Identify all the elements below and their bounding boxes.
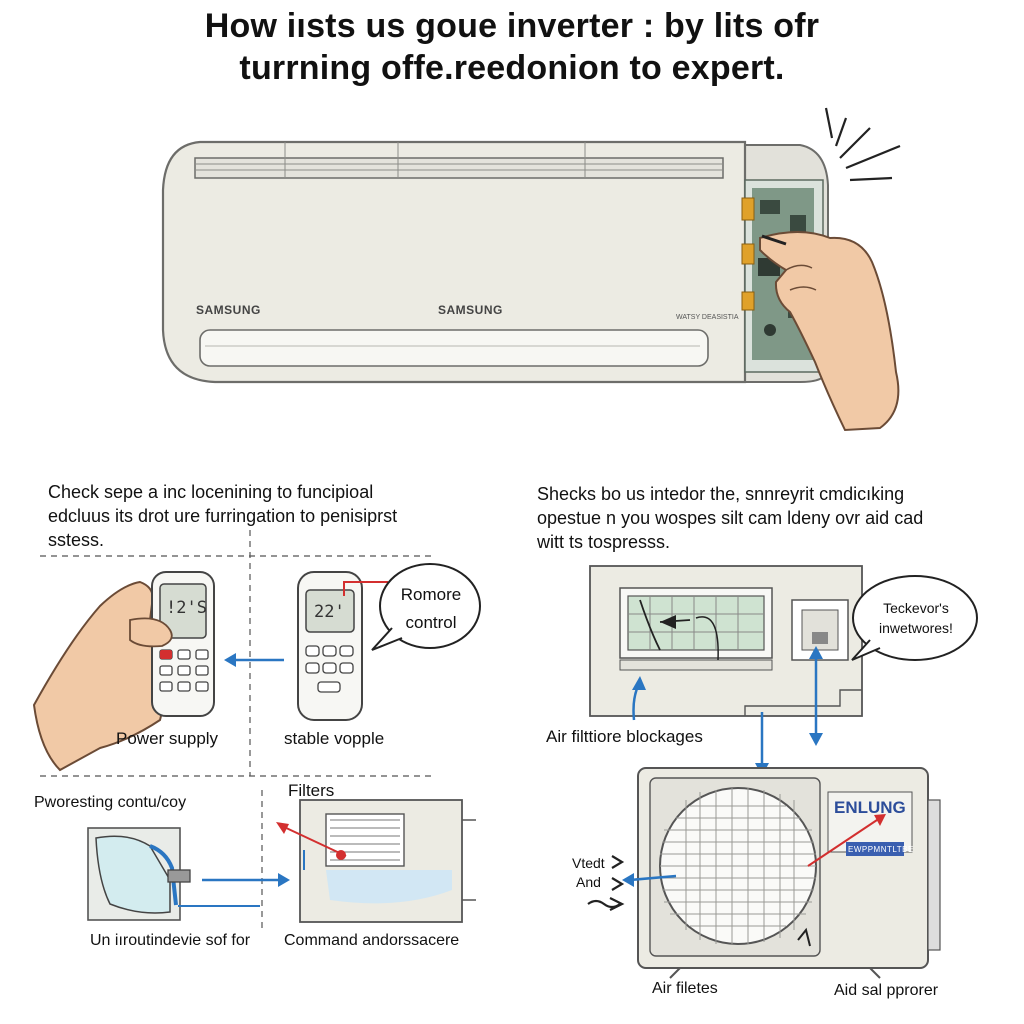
remote-control <box>297 571 388 721</box>
outdoor-brand: ENLUNG <box>834 798 906 817</box>
remote-control-speech-bubble <box>371 563 481 651</box>
outdoor-label: EWPPMNTLTBE <box>848 845 914 854</box>
power-supply-label: Power supply <box>116 729 219 748</box>
bottom-right-caption: Command andorssacere <box>284 932 460 949</box>
right-intro-text: Shecks bo us intedor the, snnreyrit cmdi… <box>537 482 977 554</box>
indoor-unit <box>161 107 901 384</box>
filter-panel-part <box>87 827 290 921</box>
right-speech-bubble <box>851 575 978 661</box>
arrow-remote-to-hand <box>224 653 284 667</box>
page-title-line-1: How iısts us goue inverter : by lits ofr <box>204 7 820 45</box>
right-arrows <box>632 646 823 776</box>
protecting-label: Pworesting contu/coy <box>34 794 187 811</box>
and-label: And <box>576 874 601 890</box>
right-bubble-line-2: inwetwores! <box>879 620 953 636</box>
hand-illustration-top <box>759 231 900 432</box>
indoor-brand-left: SAMSUNG <box>196 303 261 317</box>
filters-unit-small <box>276 799 476 923</box>
left-intro-line-2: edcluus its drot ure furringation to pen… <box>48 506 398 526</box>
indoor-brand-center: SAMSUNG <box>438 303 503 317</box>
outdoor-unit <box>622 767 941 979</box>
remote-bubble-line-2: control <box>405 613 457 632</box>
remote-display-left: !2'S <box>166 598 207 618</box>
hand-holding-remote <box>32 571 215 772</box>
remote-bubble-text: Romore control <box>392 581 470 637</box>
remote-display-right: 22' <box>314 602 345 622</box>
air-filter-blockages-label: Air filttiore blockages <box>546 727 703 746</box>
left-intro-text: Check sepe a inc locenining to funcipioa… <box>48 480 448 552</box>
left-dividers <box>40 530 432 930</box>
vent-label: Vtedt <box>572 855 605 871</box>
left-intro-line-3: sstess. <box>48 530 105 550</box>
wind-arrows <box>587 855 625 911</box>
right-bubble-text: Teckevor's inwetwores! <box>866 598 966 638</box>
left-intro-line-1: Check sepe a inc locenining to funcipioa… <box>48 482 374 502</box>
remote-bubble-line-1: Romore <box>400 585 462 604</box>
aid-proper-caption: Aid sal pprorer <box>834 982 939 999</box>
bottom-left-caption: Un iıroutindevie sof for <box>90 932 251 949</box>
air-filters-caption: Air filetes <box>652 980 718 997</box>
filters-label: Filters <box>288 781 335 800</box>
right-intro-line-1: Shecks bo us intedor the, snnreyrit cmdi… <box>537 484 905 504</box>
right-intro-line-2: opestue n you wospes silt cam ldeny ovr … <box>537 508 924 528</box>
page-title-line-2: turrning offe.reedonion to expert. <box>239 49 785 87</box>
stable-supply-label: stable vopple <box>284 729 385 748</box>
right-bubble-line-1: Teckevor's <box>883 600 949 616</box>
indoor-panel-open <box>589 565 863 717</box>
right-intro-line-3: witt ts tospresss. <box>537 532 671 552</box>
indoor-model-text: WATSY DEASISTIA <box>676 314 739 321</box>
